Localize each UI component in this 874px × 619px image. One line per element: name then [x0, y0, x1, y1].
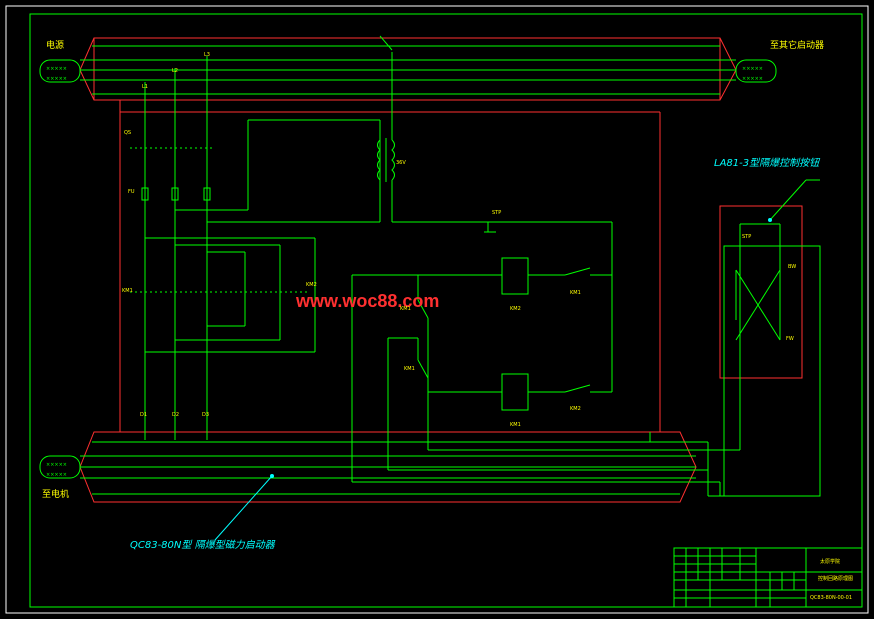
top-cable-enclosure [79, 37, 737, 101]
phase-label: D1 [140, 412, 147, 418]
title-drawing-name: 控制回路原理图 [818, 575, 853, 582]
inner-frame [29, 13, 863, 608]
phase-label: L3 [204, 52, 210, 58]
phase-label: L1 [142, 84, 148, 90]
label-next-starter: 至其它启动器 [770, 39, 824, 51]
cable-gland-left [39, 59, 81, 83]
component-label-interlock: KM1 [400, 306, 411, 312]
phase-label: D3 [202, 412, 209, 418]
component-label-coil: KM1 [510, 422, 521, 428]
title-drawing-number: QC83-80N-00-01 [810, 595, 852, 601]
component-label-km1: KM1 [122, 288, 133, 294]
label-starter-model: QC83-80N型 隔爆型磁力启动器 [130, 539, 276, 551]
button-station-circuit [707, 179, 821, 497]
outer-frame [5, 5, 869, 614]
phase-label: D2 [172, 412, 179, 418]
label-transformer-voltage: 36V [396, 160, 406, 166]
callout-dot [768, 218, 772, 222]
control-circuit [351, 222, 740, 483]
power-phases [130, 56, 381, 440]
title-company: 太原学院 [820, 558, 840, 565]
component-label-km2: KM2 [306, 282, 317, 288]
label-button-model: LA81-3型隔爆控制按钮 [714, 157, 821, 169]
cable-gland-right [735, 59, 777, 83]
component-label-button-stop: STP [742, 234, 751, 240]
component-label-fu: FU [128, 189, 135, 195]
cable-mark-bottom: ××××× [46, 472, 67, 478]
cable-mark-right: ××××× [742, 76, 763, 82]
phase-label: L2 [172, 68, 178, 74]
callout-dot [270, 474, 274, 478]
component-label-interlock: KM1 [404, 366, 415, 372]
component-label-button-forward: BW [788, 264, 796, 270]
component-label-aux: KM1 [570, 290, 581, 296]
component-label-stp: STP [492, 210, 501, 216]
transformer-icon [377, 35, 613, 392]
callout-line-starter [214, 475, 273, 541]
button-station-enclosure [719, 205, 803, 379]
component-label-coil: KM2 [510, 306, 521, 312]
cable-mark-right: ××××× [742, 66, 763, 72]
cable-mark-left: ××××× [46, 76, 67, 82]
cable-mark-left: ××××× [46, 66, 67, 72]
component-label-qs: QS [124, 130, 131, 136]
label-power-source: 电源 [46, 39, 64, 51]
cable-mark-bottom: ××××× [46, 462, 67, 468]
label-to-motor: 至电机 [42, 488, 69, 500]
watermark: www.woc88.com [295, 291, 439, 311]
title-block [673, 547, 863, 608]
component-label-aux: KM2 [570, 406, 581, 412]
component-label-button-reverse: FW [786, 336, 794, 342]
